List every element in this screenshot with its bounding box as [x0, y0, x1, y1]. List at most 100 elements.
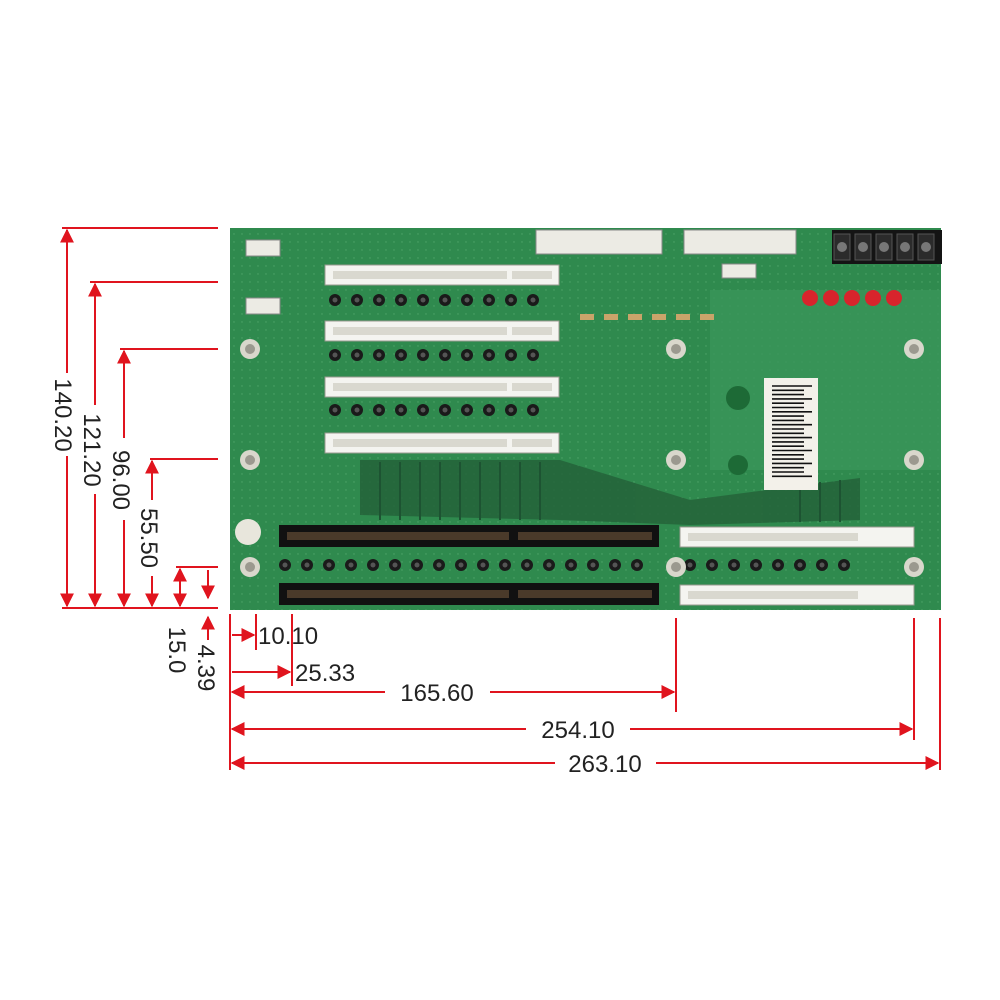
resistor	[628, 314, 642, 320]
capacitor-top	[568, 562, 574, 568]
resistor	[676, 314, 690, 320]
capacitor-top	[414, 562, 420, 568]
capacitor-top	[354, 352, 360, 358]
pci-slot-pins	[512, 439, 552, 447]
capacitor-top	[420, 297, 426, 303]
mounting-hole-center	[909, 344, 919, 354]
capacitor-top	[775, 562, 781, 568]
dim-label-15-0: 15.0	[163, 627, 190, 674]
terminal-screw-head	[837, 242, 847, 252]
top-connector-2	[683, 229, 797, 255]
capacitor-top	[464, 407, 470, 413]
capacitor-top	[348, 562, 354, 568]
capacitor-top	[634, 562, 640, 568]
dim-label-25-33: 25.33	[295, 660, 355, 687]
led-icon	[802, 290, 818, 306]
capacitor-top	[502, 562, 508, 568]
capacitor-top	[731, 562, 737, 568]
capacitor-top	[398, 297, 404, 303]
mounting-hole-center	[671, 344, 681, 354]
small-connector-2	[245, 297, 281, 315]
capacitor-top	[524, 562, 530, 568]
capacitor-top	[464, 352, 470, 358]
capacitor-top	[354, 407, 360, 413]
pci-slots	[324, 264, 560, 454]
capacitor-top	[304, 562, 310, 568]
capacitor-top	[376, 297, 382, 303]
capacitor-top	[797, 562, 803, 568]
capacitor-top	[420, 352, 426, 358]
mounting-hole-center	[245, 344, 255, 354]
capacitor-top	[370, 562, 376, 568]
capacitor-top	[420, 407, 426, 413]
capacitor-top	[687, 562, 693, 568]
capacitor-top	[530, 297, 536, 303]
dim-label-4-39: 4.39	[192, 645, 219, 692]
terminal-screw-head	[858, 242, 868, 252]
gear-mark-icon	[235, 519, 261, 545]
capacitor-rows	[279, 294, 850, 571]
isa-slot-pins	[518, 532, 652, 540]
right-pci-slot-pins	[688, 533, 858, 541]
capacitor-top	[398, 352, 404, 358]
capacitor-top	[458, 562, 464, 568]
logo-mark-1	[726, 386, 750, 410]
capacitor-top	[326, 562, 332, 568]
led-icon	[823, 290, 839, 306]
small-connector-1	[245, 239, 281, 257]
capacitor-top	[436, 562, 442, 568]
terminal-screw-head	[879, 242, 889, 252]
capacitor-top	[354, 297, 360, 303]
mounting-hole-center	[671, 562, 681, 572]
isa-slot-pins	[518, 590, 652, 598]
pci-slot-pins	[333, 439, 507, 447]
led-icon	[865, 290, 881, 306]
capacitor-top	[480, 562, 486, 568]
capacitor-top	[530, 407, 536, 413]
dim-label-96-00: 96.00	[107, 450, 134, 510]
pci-slot-pins	[333, 271, 507, 279]
capacitor-top	[612, 562, 618, 568]
power-terminals	[833, 233, 935, 261]
capacitor-top	[442, 352, 448, 358]
mounting-hole-center	[671, 455, 681, 465]
pci-slot-pins	[512, 271, 552, 279]
mounting-holes	[240, 339, 924, 577]
top-connector-1	[535, 229, 663, 255]
capacitor-top	[486, 297, 492, 303]
capacitor-top	[442, 407, 448, 413]
capacitor-top	[398, 407, 404, 413]
capacitor-top	[508, 407, 514, 413]
led-icon	[886, 290, 902, 306]
capacitor-top	[546, 562, 552, 568]
capacitor-top	[819, 562, 825, 568]
dim-label-121-20: 121.20	[78, 413, 105, 486]
mounting-hole-center	[909, 455, 919, 465]
resistor	[652, 314, 666, 320]
pci-slot-pins	[512, 327, 552, 335]
small-connector-3	[721, 263, 757, 279]
trace-bus-area	[360, 460, 860, 525]
capacitor-top	[530, 352, 536, 358]
capacitor-top	[486, 407, 492, 413]
capacitor-top	[486, 352, 492, 358]
capacitor-top	[332, 297, 338, 303]
capacitor-top	[709, 562, 715, 568]
mounting-hole-center	[245, 562, 255, 572]
isa-slot-pins	[287, 532, 509, 540]
led-icon	[844, 290, 860, 306]
logo-mark-2	[728, 455, 748, 475]
capacitor-top	[590, 562, 596, 568]
capacitor-top	[332, 407, 338, 413]
mounting-hole-center	[245, 455, 255, 465]
dim-label-165-60: 165.60	[400, 680, 473, 707]
led-row	[802, 290, 902, 306]
resistor	[580, 314, 594, 320]
right-pci-slot-pins	[688, 591, 858, 599]
capacitor-top	[376, 407, 382, 413]
capacitor-top	[282, 562, 288, 568]
dim-label-263-10: 263.10	[568, 751, 641, 778]
mounting-hole-center	[909, 562, 919, 572]
dim-label-10-10: 10.10	[258, 623, 318, 650]
isa-slots	[279, 525, 659, 605]
